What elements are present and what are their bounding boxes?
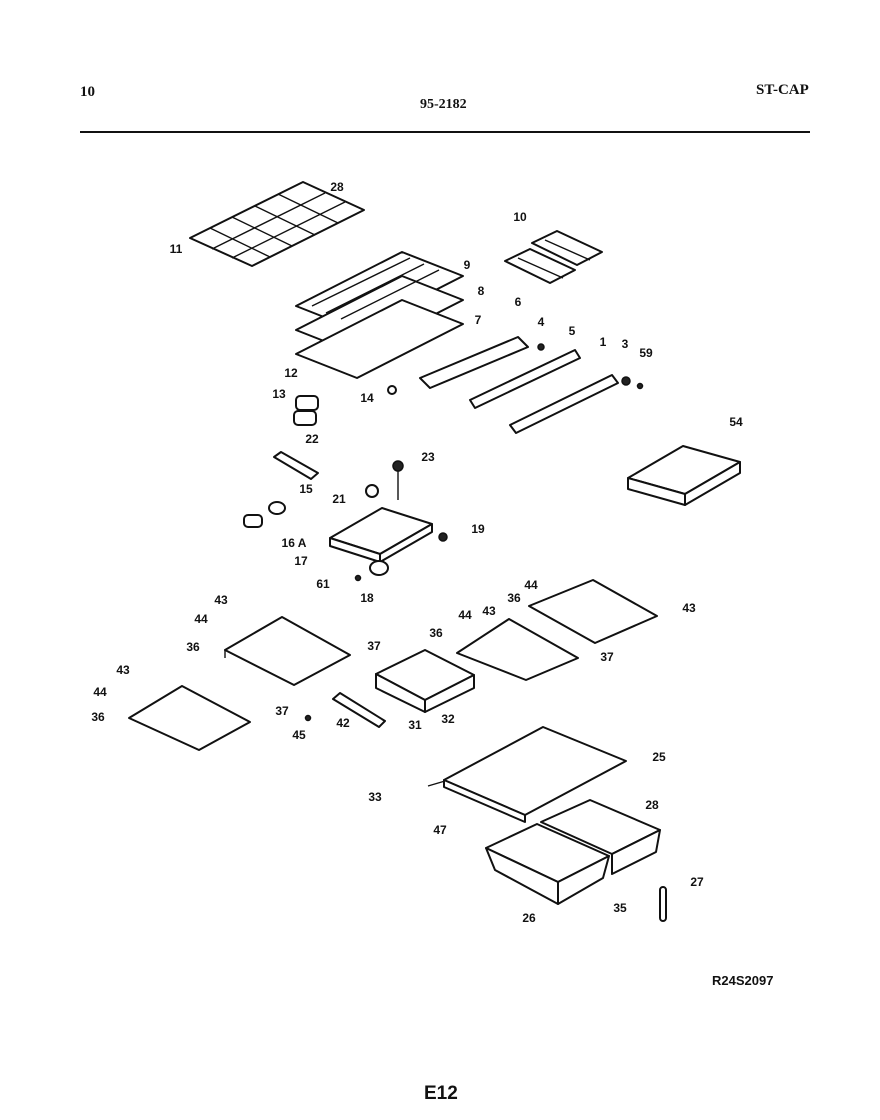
- callout-label: 43: [116, 663, 130, 677]
- callout-label: 47: [433, 823, 447, 837]
- callout-label: 32: [441, 712, 455, 726]
- shelf-rail-lower: [509, 374, 619, 434]
- callout-label: 17: [294, 554, 308, 568]
- callout-label: 43: [682, 601, 696, 615]
- callout-label: 28: [330, 180, 344, 194]
- crisper-drawer-right: [540, 799, 661, 875]
- callout-label: 8: [478, 284, 485, 298]
- glass-shelf-left-low: [128, 685, 251, 751]
- diagram-reference-code: R24S2097: [712, 973, 774, 988]
- callout-label: 7: [475, 313, 482, 327]
- model-code: ST-CAP: [756, 82, 809, 98]
- screw: [354, 574, 362, 582]
- callout-label: 22: [305, 432, 319, 446]
- document-number: 95-2182: [420, 97, 467, 112]
- callout-label: 37: [600, 650, 614, 664]
- callout-label: 16 A: [282, 536, 307, 550]
- screw: [438, 532, 448, 542]
- callout-label: 54: [729, 415, 743, 429]
- callout-label: 11: [170, 242, 183, 256]
- callout-label: 28: [645, 798, 659, 812]
- ice-trays: [504, 230, 603, 284]
- callout-label: 44: [524, 578, 538, 592]
- shelf-rail-upper: [469, 349, 581, 409]
- parts: [128, 181, 741, 922]
- page-number: 10: [80, 84, 95, 100]
- callout-label: 33: [368, 790, 382, 804]
- callout-label: 21: [332, 492, 346, 506]
- callout-label: 26: [522, 911, 536, 925]
- glass-shelf-center: [456, 618, 579, 681]
- callout-label: 36: [186, 640, 200, 654]
- section-page-code: E12: [424, 1083, 458, 1104]
- freezer-shelf-stack: [295, 251, 464, 379]
- fastener-23: [392, 460, 404, 472]
- header-rule: [80, 131, 810, 133]
- callout-label: 36: [507, 591, 521, 605]
- pin-27: [659, 886, 667, 922]
- callout-label: 25: [652, 750, 666, 764]
- callout-label: 44: [458, 608, 472, 622]
- callout-label: 14: [360, 391, 374, 405]
- bracket-22: [273, 451, 319, 480]
- callout-label: 37: [367, 639, 381, 653]
- callout-label: 44: [194, 612, 208, 626]
- wire-shelf: [189, 181, 365, 267]
- callout-label: 36: [429, 626, 443, 640]
- callout-label: 19: [471, 522, 485, 536]
- glass-shelf-left-mid: [224, 616, 351, 686]
- crisper-cover: [427, 726, 627, 823]
- callout-label: 15: [299, 482, 313, 496]
- shelf-bracket: [419, 336, 529, 389]
- callout-label: 44: [93, 685, 107, 699]
- callout-label: 31: [408, 718, 422, 732]
- callout-label: 12: [284, 366, 298, 380]
- dairy-bin: [375, 649, 475, 713]
- callout-label: 42: [336, 716, 350, 730]
- crisper-drawer-left: [485, 823, 610, 905]
- washer: [621, 376, 631, 386]
- screw: [636, 382, 644, 390]
- callout-label: 43: [214, 593, 228, 607]
- callout-label: 1: [600, 335, 607, 349]
- callout-label: 10: [513, 210, 527, 224]
- callout-label: 27: [690, 875, 704, 889]
- freezer-basket: [627, 445, 741, 506]
- callout-label: 9: [464, 258, 471, 272]
- callout-label: 59: [639, 346, 653, 360]
- callout-label: 6: [515, 295, 522, 309]
- callout-label: 5: [569, 324, 576, 338]
- callout-label: 45: [292, 728, 306, 742]
- clip: [293, 410, 317, 426]
- callout-label: 13: [272, 387, 286, 401]
- callout-label: 36: [91, 710, 105, 724]
- shelf-support: [332, 692, 386, 728]
- callout-label: 18: [360, 591, 374, 605]
- clip: [295, 395, 319, 411]
- light-bulb: [268, 501, 286, 515]
- screw: [537, 343, 545, 351]
- socket: [243, 514, 263, 528]
- callout-label: 35: [613, 901, 627, 915]
- knob: [365, 484, 379, 498]
- screw: [304, 714, 312, 722]
- callout-label: 43: [482, 604, 496, 618]
- screw: [387, 385, 397, 395]
- callout-label: 23: [421, 450, 435, 464]
- callout-label: 61: [316, 577, 330, 591]
- callout-label: 4: [538, 315, 545, 329]
- control-dial: [369, 560, 389, 576]
- callout-label: 37: [275, 704, 289, 718]
- callout-label: 3: [622, 337, 629, 351]
- glass-shelf-right: [528, 579, 658, 644]
